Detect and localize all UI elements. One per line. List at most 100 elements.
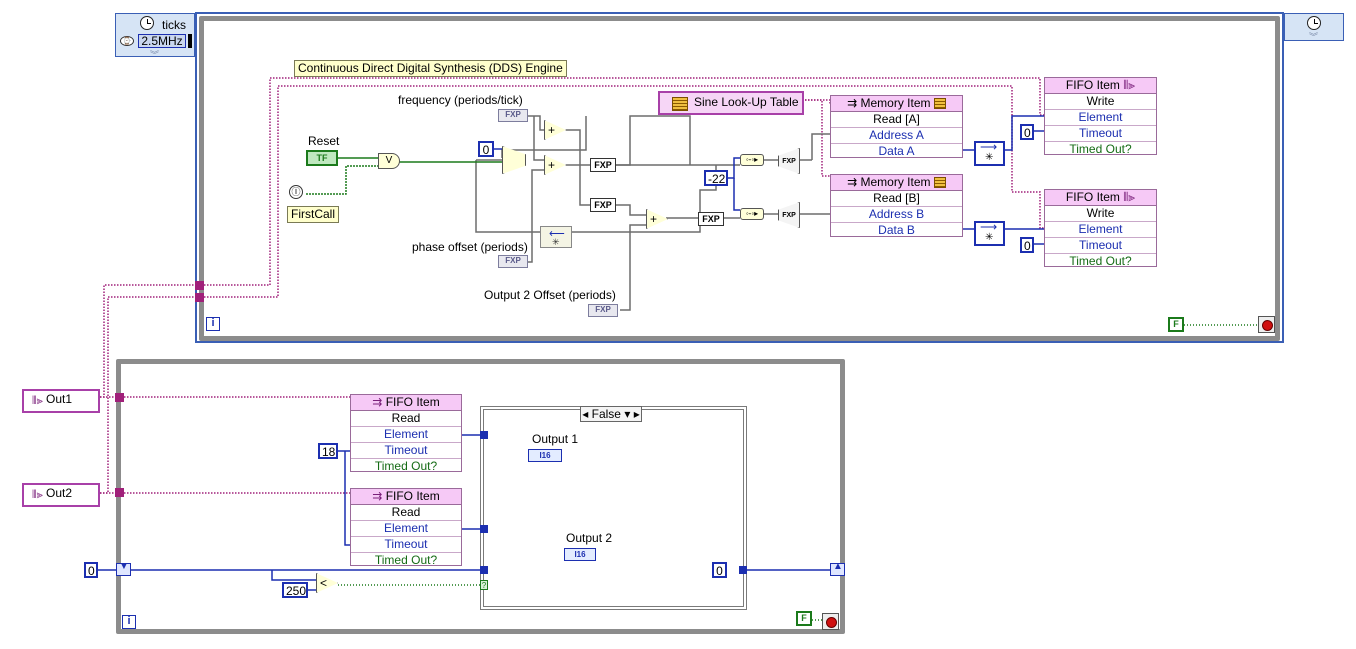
memory-item-a[interactable]: ⇉ Memory Item Read [A] Address A Data A <box>830 95 963 158</box>
fifo-read-1-timed-out[interactable]: Timed Out? <box>374 459 438 473</box>
clock-source-icon: ⌚ <box>120 36 134 46</box>
type-convert-node-a[interactable]: ⟶ ✳ <box>974 140 1005 166</box>
case-tunnel-out[interactable] <box>739 566 747 574</box>
fifo-read-2-timed-out[interactable]: Timed Out? <box>374 553 438 567</box>
output2-indicator[interactable]: I16 <box>564 548 596 561</box>
fifo-write-1-timed-out[interactable]: Timed Out? <box>1069 142 1132 156</box>
chevron-down-icon[interactable]: ︾ <box>1309 32 1319 42</box>
chevron-down-icon[interactable]: ▾ <box>624 407 631 421</box>
iteration-icon: i <box>122 615 136 629</box>
type-convert-node-b[interactable]: ⟶ ✳ <box>974 220 1005 246</box>
frequency-terminal[interactable]: FXP <box>498 109 528 122</box>
fifo-write-2-method: Write <box>1045 206 1156 222</box>
fifo-write-2-timeout-const[interactable]: 0 <box>1020 237 1034 253</box>
shift-constant[interactable]: -22 <box>704 170 728 186</box>
fifo-write-1-method: Write <box>1045 94 1156 110</box>
shift-node-2[interactable]: ◦-◦▸ <box>740 208 764 220</box>
ref-tunnel-in1[interactable] <box>115 393 124 402</box>
star-icon: ✳ <box>552 237 560 247</box>
fifo-ref-out1-label: Out1 <box>46 392 73 406</box>
fifo-icon: ⫴⫸ <box>32 395 43 407</box>
fifo-write-1-timeout-const[interactable]: 0 <box>1020 124 1034 140</box>
case-zero-const[interactable]: 0 <box>712 562 727 578</box>
fifo-read-1-element[interactable]: Element <box>351 427 461 443</box>
shift-node-1[interactable]: ◦-◦▸ <box>740 154 764 166</box>
stop-icon[interactable] <box>1258 316 1275 333</box>
case-tunnel-2[interactable] <box>480 525 488 533</box>
fifo-read-2[interactable]: ⇉ FIFO Item Read Element Timeout Timed O… <box>350 488 462 567</box>
reset-terminal[interactable]: TF <box>306 150 338 166</box>
feedback-node[interactable]: ⟵ ✳ <box>540 226 572 248</box>
fifo-write-2-timeout[interactable]: Timeout <box>1045 238 1156 254</box>
memory-a-data[interactable]: Data A <box>878 144 915 158</box>
case-tunnel-1[interactable] <box>480 431 488 439</box>
stop-icon[interactable] <box>822 613 839 630</box>
reset-label: Reset <box>308 134 340 148</box>
output2-offset-terminal[interactable]: FXP <box>588 304 618 317</box>
shift-init-const[interactable]: 0 <box>84 562 98 578</box>
triangle-up-icon: ▲ <box>833 561 843 572</box>
ref-tunnel-out1[interactable] <box>195 281 204 290</box>
memory-item-b[interactable]: ⇉ Memory Item Read [B] Address B Data B <box>830 174 963 237</box>
fifo-ref-out1[interactable]: ⫴⫸ Out1 <box>22 389 100 413</box>
arrow-right-icon: ⟶ <box>980 140 998 154</box>
fifo-write-1-header: FIFO Item ⫴⫸ <box>1045 78 1156 94</box>
timed-loop-input-node[interactable]: ticks ⌚ 2.5MHz ︾ <box>115 13 195 60</box>
fifo-read-2-element[interactable]: Element <box>351 521 461 537</box>
clock-icon <box>140 16 154 30</box>
arrow-left-icon: ⟵ <box>549 228 565 240</box>
fifo-read-1-timeout[interactable]: Timeout <box>351 443 461 459</box>
sine-lut-reference[interactable]: Sine Look-Up Table <box>658 91 804 115</box>
or-gate[interactable]: V <box>378 153 400 169</box>
timed-loop-stop-const[interactable]: F <box>1168 317 1184 332</box>
fxp-convert-3[interactable]: FXP <box>698 212 724 226</box>
output2-offset-label: Output 2 Offset (periods) <box>484 288 616 302</box>
fifo-write-1-timeout[interactable]: Timeout <box>1045 126 1156 142</box>
case-tunnel-3[interactable] <box>480 566 488 574</box>
while-loop-stop-const[interactable]: F <box>796 611 812 626</box>
fifo-icon: ⫴⫸ <box>1123 190 1136 204</box>
ref-tunnel-in2[interactable] <box>115 488 124 497</box>
case-selector[interactable]: ◂ False ▾ ▸ <box>580 406 642 422</box>
fifo-icon: ⫴⫸ <box>1123 78 1136 92</box>
fifo-read-2-method: Read <box>351 505 461 521</box>
fifo-read-2-timeout[interactable]: Timeout <box>351 537 461 553</box>
first-call-label: FirstCall <box>287 206 339 223</box>
case-selector-terminal[interactable]: ? <box>480 580 488 590</box>
fifo-write-2-timed-out[interactable]: Timed Out? <box>1069 254 1132 268</box>
fifo-read-1[interactable]: ⇉ FIFO Item Read Element Timeout Timed O… <box>350 394 462 473</box>
memory-b-address[interactable]: Address B <box>831 207 962 223</box>
fifo-read-timeout-const[interactable]: 18 <box>318 443 338 459</box>
clock-rate-field[interactable]: 2.5MHz <box>138 34 186 48</box>
fifo-icon: ⇉ <box>372 395 386 409</box>
shift-register-right[interactable]: ▲ <box>830 561 845 576</box>
chevron-down-icon[interactable]: ︾ <box>150 50 160 60</box>
timed-loop-output-node[interactable]: ︾ <box>1284 13 1344 42</box>
fifo-write-1-element[interactable]: Element <box>1045 110 1156 126</box>
fxp-convert-1[interactable]: FXP <box>590 158 616 172</box>
ref-tunnel-out2[interactable] <box>195 293 204 302</box>
fxp-convert-2[interactable]: FXP <box>590 198 616 212</box>
arrow-right-icon: ⟶ <box>980 220 998 234</box>
fifo-write-2-element[interactable]: Element <box>1045 222 1156 238</box>
fifo-write-2-header: FIFO Item ⫴⫸ <box>1045 190 1156 206</box>
fifo-write-1[interactable]: FIFO Item ⫴⫸ Write Element Timeout Timed… <box>1044 77 1157 156</box>
fifo-ref-out2[interactable]: ⫴⫸ Out2 <box>22 483 100 507</box>
case-selector-prev-icon[interactable]: ◂ <box>582 407 589 421</box>
fifo-icon: ⇉ <box>847 175 861 189</box>
case-structure[interactable] <box>480 406 747 610</box>
frequency-label: frequency (periods/tick) <box>398 93 523 107</box>
memory-b-data[interactable]: Data B <box>878 223 915 237</box>
compare-const[interactable]: 250 <box>282 582 308 598</box>
zero-constant[interactable]: 0 <box>478 141 494 157</box>
shift-register-left[interactable]: ▼ <box>116 561 131 576</box>
case-selector-next-icon[interactable]: ▸ <box>633 407 640 421</box>
first-call-icon[interactable]: Ⓘ <box>289 185 303 199</box>
memory-a-address[interactable]: Address A <box>831 128 962 144</box>
phase-offset-terminal[interactable]: FXP <box>498 255 528 268</box>
iteration-icon: i <box>206 317 220 331</box>
fifo-write-2[interactable]: FIFO Item ⫴⫸ Write Element Timeout Timed… <box>1044 189 1157 268</box>
timed-loop-frame <box>195 12 1284 343</box>
star-icon: ✳ <box>985 152 994 163</box>
output1-indicator[interactable]: I16 <box>528 449 562 462</box>
